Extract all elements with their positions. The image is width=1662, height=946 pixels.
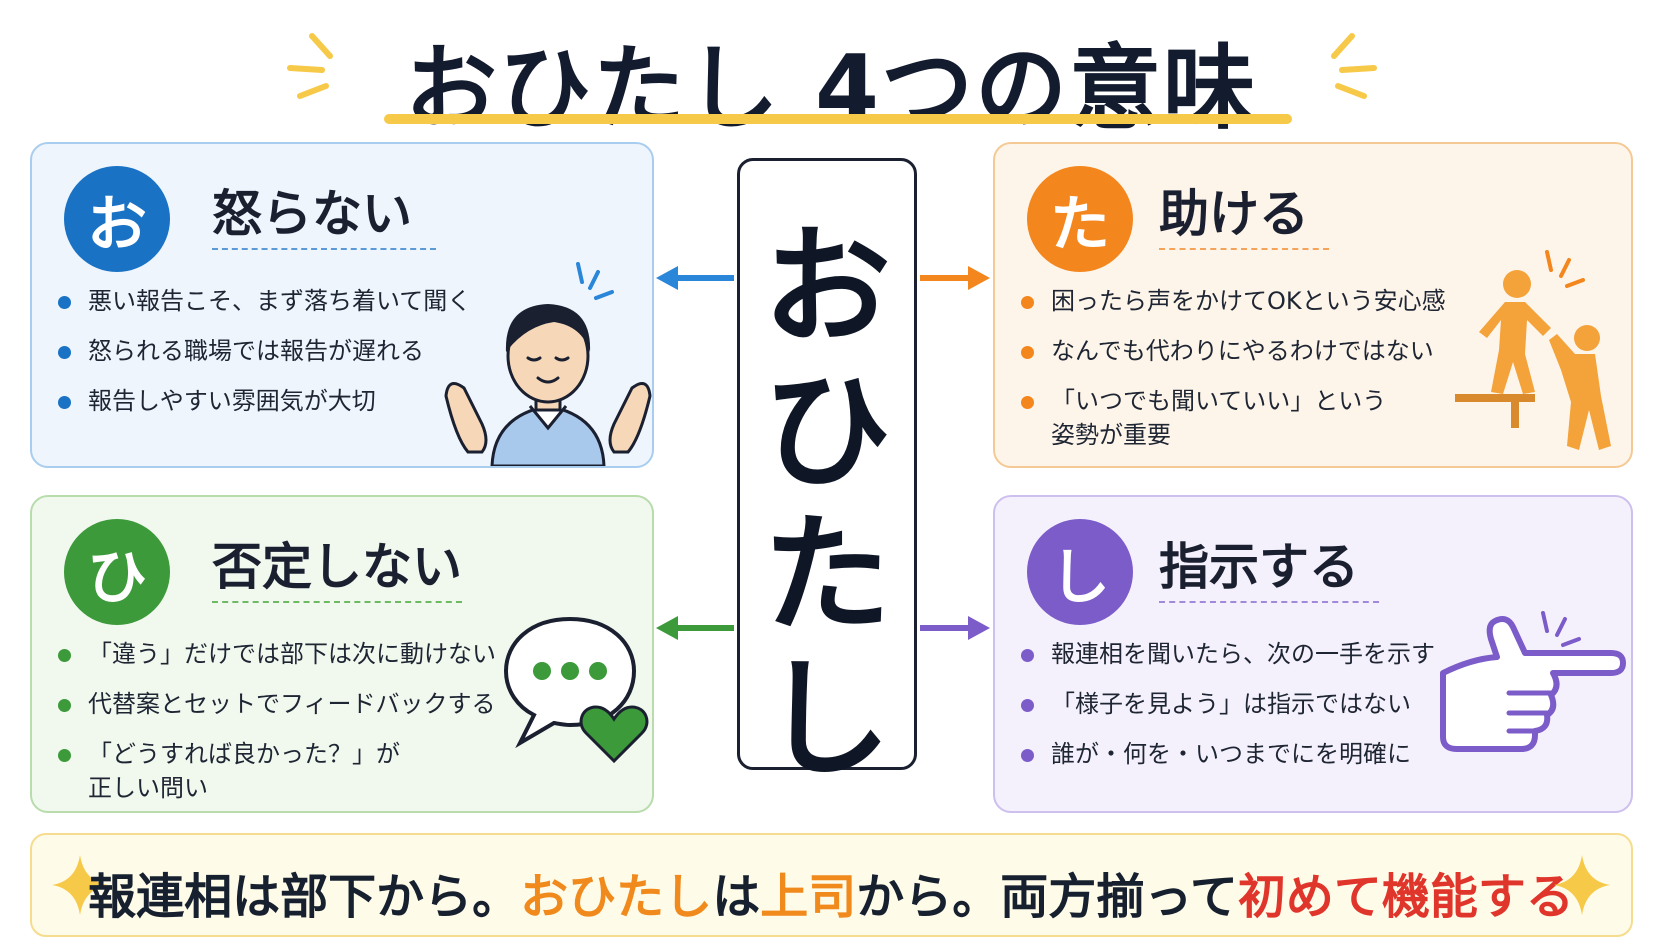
- card-shijisuru: し 指示する 報連相を聞いたら、次の一手を示す 「様子を見よう」は指示ではない …: [993, 495, 1633, 813]
- speech-bubble-heart-icon: [503, 616, 649, 763]
- list-item: 代替案とセットでフィードバックする: [54, 687, 496, 721]
- bullet-list-tasukeru: 困ったら声をかけてOKという安心感 なんでも代わりにやるわけではない 「いつでも…: [1017, 284, 1446, 468]
- card-okoranai: お 怒らない 悪い報告こそ、まず落ち着いて聞く 怒られる職場では報告が遅れる 報…: [30, 142, 654, 468]
- center-char-o: お: [762, 213, 891, 362]
- footer-message: 報連相は部下から。おひたしは上司から。両方揃って初めて機能する: [88, 869, 1574, 925]
- list-item: 「いつでも聞いていい」という: [1017, 384, 1446, 418]
- card-heading-tasukeru: 助ける: [1159, 185, 1309, 243]
- card-hiteishinai: ひ 否定しない 「違う」だけでは部下は次に動けない 代替案とセットでフィードバッ…: [30, 495, 654, 813]
- card-heading-okoranai: 怒らない: [212, 185, 412, 243]
- center-char-ta: た: [762, 501, 891, 650]
- center-ohitashi-box: お ひ た し: [737, 158, 917, 794]
- list-item: 正しい問い: [88, 774, 208, 802]
- list-item: なんでも代わりにやるわけではない: [1017, 334, 1446, 368]
- badge-ta: た: [1027, 166, 1133, 272]
- helping-hand-icon: [1455, 250, 1611, 450]
- arrow-right-orange-icon: [920, 266, 990, 290]
- title-underline: [384, 114, 1292, 124]
- title-area: おひたし 4つの意味: [0, 8, 1662, 142]
- bullet-list-shijisuru: 報連相を聞いたら、次の一手を示す 「様子を見よう」は指示ではない 誰が・何を・い…: [1017, 637, 1435, 787]
- card-tasukeru: た 助ける 困ったら声をかけてOKという安心感 なんでも代わりにやるわけではない…: [993, 142, 1633, 468]
- card-heading-hiteishinai: 否定しない: [212, 538, 462, 596]
- center-char-hi: ひ: [762, 357, 891, 506]
- bullet-list-hiteishinai: 「違う」だけでは部下は次に動けない 代替案とセットでフィードバックする 「どうす…: [54, 637, 496, 821]
- right-sparkle-icon: [1554, 855, 1610, 915]
- heading-divider: [1159, 248, 1329, 250]
- center-char-shi: し: [762, 645, 891, 794]
- arrow-right-purple-icon: [920, 616, 990, 640]
- list-item: 困ったら声をかけてOKという安心感: [1017, 284, 1446, 318]
- arrow-left-green-icon: [656, 616, 734, 640]
- list-item: 悪い報告こそ、まず落ち着いて聞く: [54, 284, 471, 318]
- badge-o: お: [64, 166, 170, 272]
- heading-divider: [212, 601, 462, 603]
- badge-shi: し: [1027, 519, 1133, 625]
- footer-banner: 報連相は部下から。おひたしは上司から。両方揃って初めて機能する: [30, 833, 1633, 937]
- heading-divider: [1159, 601, 1379, 603]
- heading-divider: [212, 248, 436, 250]
- calm-man-icon: [444, 262, 652, 466]
- left-burst-icon: [287, 33, 333, 99]
- list-item: 「違う」だけでは部下は次に動けない: [54, 637, 496, 671]
- list-item: 姿勢が重要: [1051, 421, 1171, 449]
- right-burst-icon: [1331, 33, 1377, 99]
- list-item: 報告しやすい雰囲気が大切: [54, 384, 471, 418]
- list-item: 報連相を聞いたら、次の一手を示す: [1017, 637, 1435, 671]
- list-item: 誰が・何を・いつまでにを明確に: [1017, 737, 1435, 771]
- arrow-left-blue-icon: [656, 266, 734, 290]
- list-item: 「様子を見よう」は指示ではない: [1017, 687, 1435, 721]
- left-sparkle-icon: [52, 855, 108, 915]
- list-item: 怒られる職場では報告が遅れる: [54, 334, 471, 368]
- card-heading-shijisuru: 指示する: [1159, 538, 1359, 596]
- badge-hi: ひ: [64, 519, 170, 625]
- pointing-hand-icon: [1440, 611, 1626, 752]
- bullet-list-okoranai: 悪い報告こそ、まず落ち着いて聞く 怒られる職場では報告が遅れる 報告しやすい雰囲…: [54, 284, 471, 434]
- list-item: 「どうすれば良かった？」が: [54, 737, 496, 771]
- page-title: おひたし 4つの意味: [404, 35, 1258, 142]
